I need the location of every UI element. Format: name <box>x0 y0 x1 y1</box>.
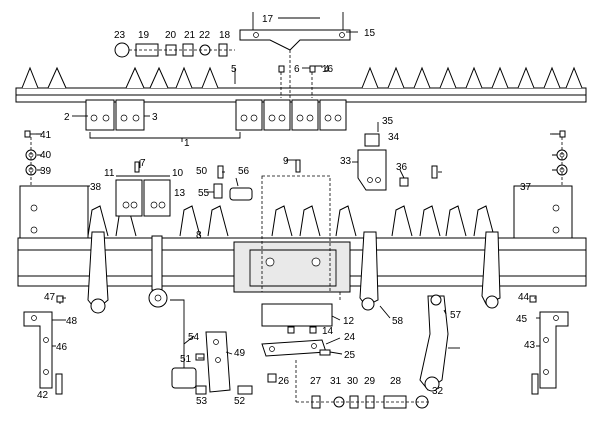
callout-29: 29 <box>364 376 376 387</box>
callout-53: 53 <box>196 396 208 407</box>
callout-47: 47 <box>44 292 56 303</box>
callout-46: 46 <box>56 342 68 353</box>
callout-50: 50 <box>196 166 208 177</box>
callout-49: 49 <box>234 348 246 359</box>
callout-2: 2 <box>64 112 70 123</box>
callout-23: 23 <box>114 30 126 41</box>
end-plate-left <box>19 185 89 241</box>
bracket-33 <box>357 133 409 191</box>
callout-39: 39 <box>40 166 52 177</box>
callout-1: 1 <box>184 138 190 149</box>
callout-22: 22 <box>199 30 211 41</box>
leader-lines <box>36 17 558 359</box>
callout-28: 28 <box>390 376 402 387</box>
callout-55: 55 <box>198 188 210 199</box>
side-bracket-left <box>23 295 64 395</box>
callout-6: 6 <box>294 64 300 75</box>
group-bracket-1 <box>89 132 241 139</box>
clamp-plates-center <box>235 99 347 131</box>
callout-15: 15 <box>364 28 376 39</box>
screws-center-top <box>278 50 316 98</box>
callout-56: 56 <box>238 166 250 177</box>
callout-12: 12 <box>343 316 355 327</box>
callout-42: 42 <box>37 390 49 401</box>
bottom-bushing-row <box>295 360 430 409</box>
callout-9: 9 <box>283 156 289 167</box>
callout-8: 8 <box>196 230 202 241</box>
callout-27: 27 <box>310 376 322 387</box>
callout-19: 19 <box>138 30 150 41</box>
callout-13: 13 <box>174 188 186 199</box>
end-plate-right <box>513 185 573 241</box>
callout-16: 16 <box>322 64 334 75</box>
callout-48: 48 <box>66 316 78 327</box>
bushing-row <box>114 42 235 58</box>
callout-24: 24 <box>344 332 356 343</box>
callout-38: 38 <box>90 182 102 193</box>
callout-20: 20 <box>165 30 177 41</box>
side-bracket-right <box>529 295 569 395</box>
callout-26: 26 <box>278 376 290 387</box>
upper-knife-bar <box>15 66 587 103</box>
callout-4: 4 <box>324 64 330 75</box>
callout-25: 25 <box>344 350 356 361</box>
wear-plates-10-11 <box>115 175 171 217</box>
callout-34: 34 <box>388 132 400 143</box>
callout-17: 17 <box>262 14 274 25</box>
callout-45: 45 <box>516 314 528 325</box>
motor-assembly <box>170 299 253 395</box>
clamp-plates-left <box>85 99 145 131</box>
callout-58: 58 <box>392 316 404 327</box>
callout-35: 35 <box>382 116 394 127</box>
pivot-arms <box>87 231 501 314</box>
callout-33: 33 <box>340 156 352 167</box>
callout-52: 52 <box>234 396 246 407</box>
callout-57: 57 <box>450 310 462 321</box>
callout-21: 21 <box>184 30 196 41</box>
callout-44: 44 <box>518 292 530 303</box>
center-lower-parts <box>261 303 333 383</box>
callout-14: 14 <box>322 326 334 337</box>
callout-3: 3 <box>152 112 158 123</box>
callout-37: 37 <box>520 182 532 193</box>
callout-43: 43 <box>524 340 536 351</box>
callout-7: 7 <box>140 158 146 169</box>
callout-32: 32 <box>432 386 444 397</box>
callout-54: 54 <box>188 332 200 343</box>
group-box-9 <box>250 175 341 300</box>
callout-41: 41 <box>40 130 52 141</box>
callout-30: 30 <box>347 376 359 387</box>
callout-10: 10 <box>172 168 184 179</box>
callout-31: 31 <box>330 376 342 387</box>
callout-11: 11 <box>104 168 115 179</box>
callout-51: 51 <box>180 354 192 365</box>
callout-40: 40 <box>40 150 52 161</box>
callout-18: 18 <box>219 30 231 41</box>
callout-36: 36 <box>396 162 408 173</box>
callout-5: 5 <box>231 64 237 75</box>
lever-57 <box>419 294 449 392</box>
